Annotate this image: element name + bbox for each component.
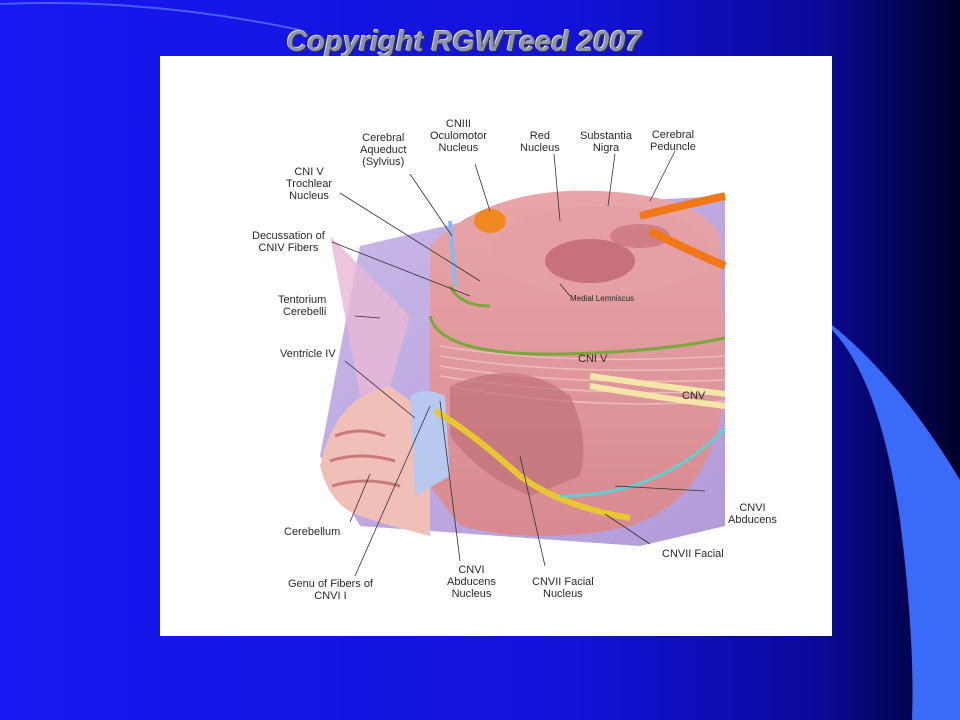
copyright-title: Copyright RGWTeed 2007: [0, 26, 960, 59]
cniii-nerve-shape: [639, 192, 727, 270]
top-arc-shape: [0, 2, 301, 31]
copyright-text: Copyright RGWTeed 2007: [286, 26, 642, 58]
label-tentorium-cerebelli: Tentorium Cerebelli: [278, 294, 327, 318]
aqueduct-shape: [448, 220, 457, 287]
label-substantia-nigra: Substantia Nigra: [580, 130, 632, 154]
cerebellum-shape: [320, 386, 430, 536]
label-cerebral-peduncle: Cerebral Peduncle: [650, 129, 696, 153]
cnv-nerve-shape: [589, 373, 726, 409]
label-ventricle-iv: Ventricle IV: [280, 348, 336, 360]
label-leader-lines: [331, 150, 706, 577]
figure-frame: CNIII Oculomotor Nucleus Cerebral Aquedu…: [160, 56, 832, 636]
label-red-nucleus: Red Nucleus: [520, 130, 560, 154]
red-nucleus-shape: [545, 239, 635, 283]
label-cnvi-abducens-nucleus: CNVI Abducens Nucleus: [447, 564, 496, 600]
label-medial-lemniscus: Medial Lemniscus: [570, 294, 635, 303]
label-cerebral-aqueduct: Cerebral Aqueduct (Sylvius): [360, 132, 407, 168]
label-cniv-trochlear-nucleus: CNI V Trochlear Nucleus: [286, 166, 333, 202]
label-cniii-oculomotor-nucleus: CNIII Oculomotor Nucleus: [430, 118, 487, 154]
fourth-ventricle-cavity: [450, 373, 584, 496]
label-cnvii-facial: CNVII Facial: [662, 548, 724, 560]
accent-curve-shape: [832, 325, 960, 720]
cnvi-nerve-shape: [559, 426, 727, 498]
label-cnv: CNV: [682, 390, 706, 402]
label-cerebellum: Cerebellum: [284, 526, 341, 538]
label-cnvii-facial-nucleus: CNVII Facial Nucleus: [532, 576, 594, 600]
cnvii-nerve-shape: [433, 408, 631, 521]
tentorium-fold: [330, 236, 410, 396]
oculomotor-nucleus-shape: [474, 209, 506, 233]
brainstem-illustration: [320, 150, 727, 577]
label-decussation-cniv: Decussation of CNIV Fibers: [252, 230, 325, 254]
label-genu-cnvii: Genu of Fibers of CNVI I: [288, 578, 373, 602]
label-cniv-nerve: CNI V: [578, 353, 608, 365]
label-cnvi-abducens: CNVI Abducens: [728, 502, 777, 526]
